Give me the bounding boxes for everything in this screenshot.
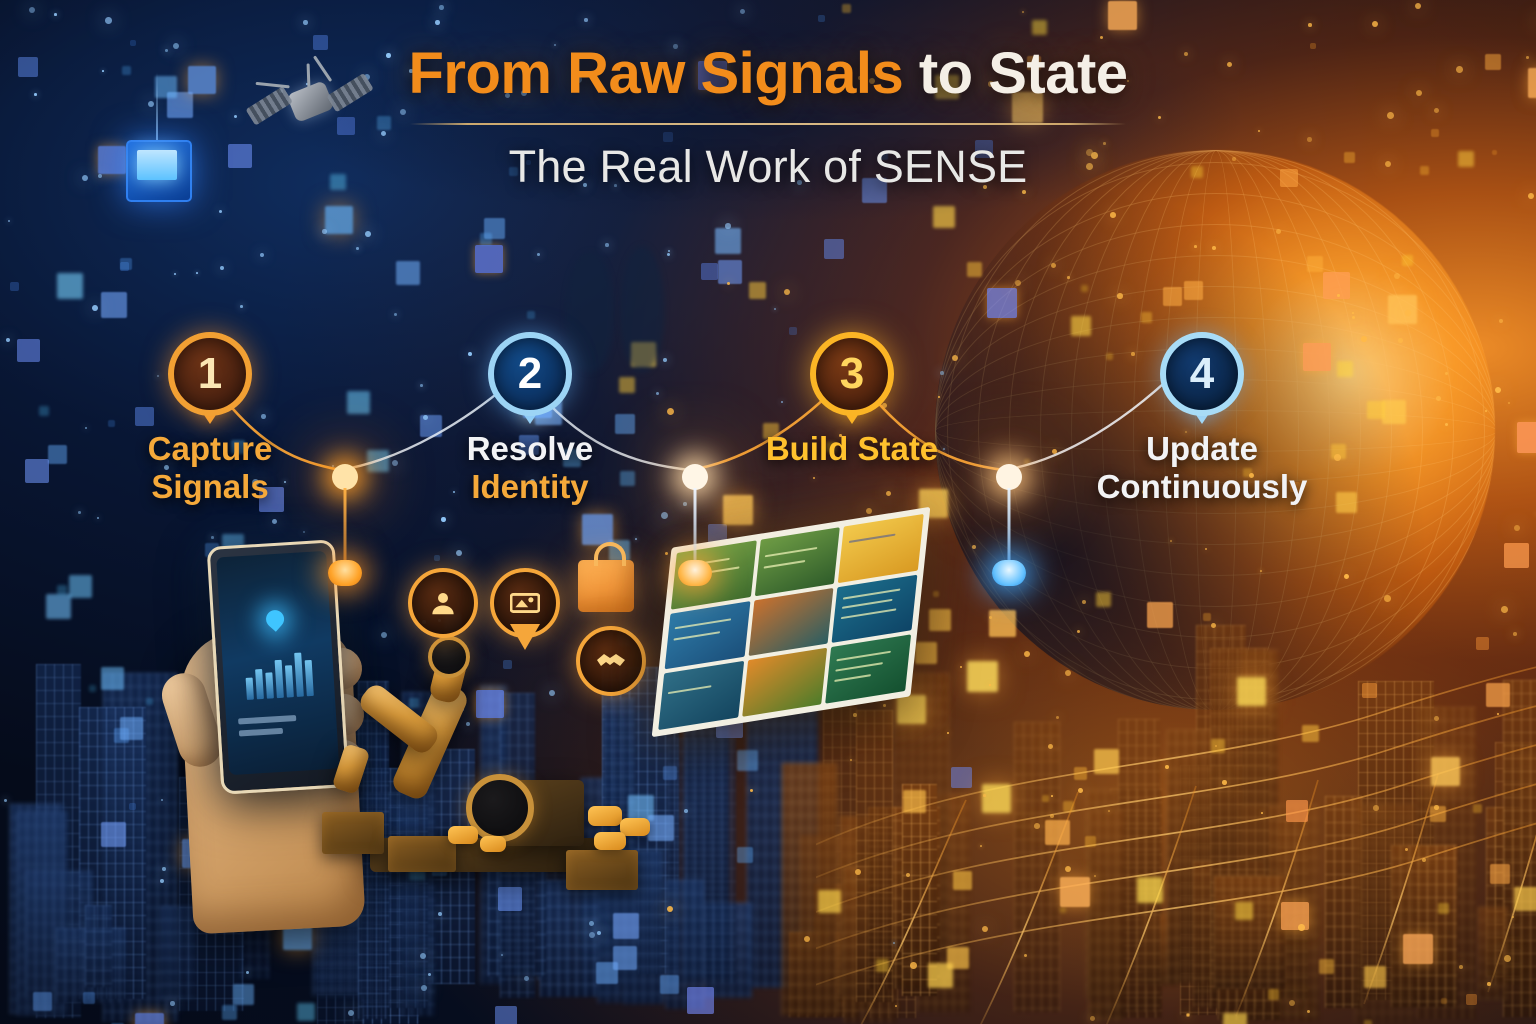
connector-node [678, 464, 712, 594]
dashboard-cell [741, 647, 828, 717]
step-marker-3[interactable]: 3 [810, 332, 894, 424]
dashboard-cell [825, 634, 912, 704]
header-glow [300, 20, 1240, 220]
id-card-glyph [510, 593, 540, 613]
user-profile-glyph [432, 593, 454, 615]
step-label-1-line1: Capture [147, 430, 273, 467]
dashboard-cell [748, 587, 834, 657]
dashboard-cell [831, 574, 918, 644]
connector-node [328, 464, 362, 594]
handshake-icon [576, 626, 646, 696]
phone-screen [216, 550, 340, 776]
step-label-1-line2: Signals [151, 467, 269, 505]
handshake-glyph [597, 654, 625, 666]
step-number-2: 2 [488, 332, 572, 416]
title-divider [410, 123, 1126, 126]
connector-node [992, 464, 1026, 594]
title-highlight: From Raw Signals [408, 41, 904, 106]
people-silhouettes [566, 252, 614, 372]
step-label-4: Update Continuously [1082, 430, 1322, 505]
page-title: From Raw Signals to State [0, 44, 1536, 103]
step-marker-2[interactable]: 2 [488, 332, 572, 424]
timeline-step-4[interactable]: 4 Update Continuously [1082, 332, 1322, 505]
people-silhouettes [620, 246, 664, 372]
title-rest: to State [903, 41, 1128, 106]
step-label-1: Capture Signals [110, 430, 310, 505]
timeline-step-1[interactable]: 1 Capture Signals [110, 332, 310, 505]
dashboard-cell [664, 600, 751, 670]
step-label-3-line1: Build State [765, 430, 939, 467]
process-timeline: 1 Capture Signals 2 Resolve Identity 3 [0, 320, 1536, 586]
step-number-4: 4 [1160, 332, 1244, 416]
step-number-3: 3 [810, 332, 894, 416]
step-marker-4[interactable]: 4 [1160, 332, 1244, 424]
timeline-step-3[interactable]: 3 Build State [752, 332, 952, 468]
page-header: From Raw Signals to State The Real Work … [0, 44, 1536, 193]
step-label-2-line2: Identity [471, 467, 589, 505]
page-subtitle: The Real Work of SENSE [508, 141, 1028, 193]
map-location-pin [262, 606, 288, 632]
globe-shadow [935, 150, 1495, 710]
dashboard-cell [658, 661, 744, 731]
timeline-step-2[interactable]: 2 Resolve Identity [430, 332, 630, 505]
step-label-2: Resolve Identity [430, 430, 630, 505]
step-label-3: Build State [752, 430, 952, 468]
step-number-1: 1 [168, 332, 252, 416]
step-label-4-line1: Update [1146, 430, 1258, 467]
step-label-4-line2: Continuously [1096, 467, 1308, 505]
step-label-2-line1: Resolve [466, 430, 594, 467]
step-marker-1[interactable]: 1 [168, 332, 252, 424]
